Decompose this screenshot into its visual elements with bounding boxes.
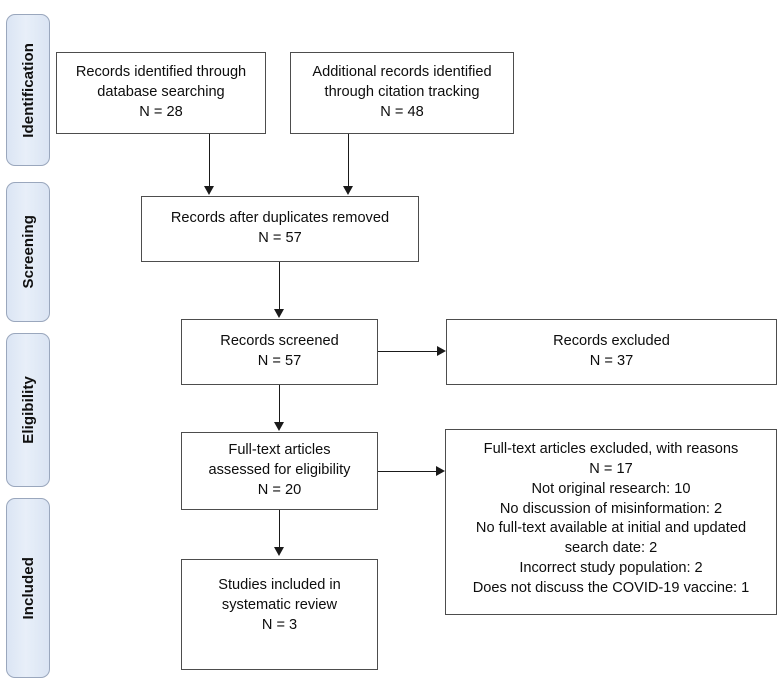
node-records-excluded: Records excluded N = 37 bbox=[446, 319, 777, 385]
node-line: systematic review bbox=[221, 596, 338, 613]
arrowhead-database-to-duplicates bbox=[204, 186, 214, 195]
connector-screened-to-excluded bbox=[378, 351, 438, 352]
connector-fulltext-to-included bbox=[279, 510, 280, 548]
node-records-identified-database: Records identified through database sear… bbox=[56, 52, 266, 134]
node-line: Additional records identified bbox=[312, 64, 492, 81]
node-studies-included: Studies included in systematic review N … bbox=[181, 559, 378, 670]
arrowhead-screened-to-excluded bbox=[437, 346, 446, 356]
arrowhead-fulltext-to-excluded bbox=[436, 466, 445, 476]
node-line: Full-text articles bbox=[228, 442, 331, 459]
node-line: search date: 2 bbox=[564, 540, 658, 557]
node-line: Not original research: 10 bbox=[531, 480, 691, 497]
arrowhead-duplicates-to-screened bbox=[274, 309, 284, 318]
node-line: Records identified through bbox=[75, 64, 247, 81]
node-fulltext-assessed: Full-text articles assessed for eligibil… bbox=[181, 432, 378, 510]
stage-identification-label: Identification bbox=[19, 42, 37, 138]
node-fulltext-excluded-reasons: Full-text articles excluded, with reason… bbox=[445, 429, 777, 615]
connector-duplicates-to-screened bbox=[279, 262, 280, 309]
connector-citation-to-duplicates bbox=[348, 134, 349, 186]
node-line: N = 37 bbox=[589, 353, 634, 369]
stage-identification: Identification bbox=[6, 14, 50, 166]
node-line: database searching bbox=[97, 84, 225, 101]
connector-database-to-duplicates bbox=[209, 134, 210, 186]
node-line: N = 57 bbox=[258, 230, 302, 246]
node-line: Full-text articles excluded, with reason… bbox=[483, 441, 739, 457]
node-line: N = 17 bbox=[589, 460, 633, 477]
node-line: No discussion of misinformation: 2 bbox=[499, 500, 723, 517]
node-line: N = 48 bbox=[380, 103, 424, 120]
node-line: N = 28 bbox=[139, 103, 183, 120]
stage-included: Included bbox=[6, 498, 50, 678]
node-records-screened: Records screened N = 57 bbox=[181, 319, 378, 385]
node-records-after-duplicates: Records after duplicates removed N = 57 bbox=[141, 196, 419, 262]
node-line: Studies included in bbox=[218, 577, 341, 593]
node-line: Records excluded bbox=[553, 333, 670, 350]
arrowhead-screened-to-fulltext bbox=[274, 422, 284, 431]
arrowhead-citation-to-duplicates bbox=[343, 186, 353, 195]
arrowhead-fulltext-to-included bbox=[274, 547, 284, 556]
node-line: Does not discuss the COVID-19 vaccine: 1 bbox=[472, 579, 750, 596]
node-line: N = 57 bbox=[257, 353, 302, 369]
connector-screened-to-fulltext bbox=[279, 385, 280, 423]
node-line: Incorrect study population: 2 bbox=[519, 560, 703, 577]
connector-fulltext-to-excluded bbox=[378, 471, 437, 472]
node-line: through citation tracking bbox=[324, 84, 480, 101]
node-line: assessed for eligibility bbox=[208, 462, 351, 479]
stage-eligibility-label: Eligibility bbox=[19, 376, 37, 444]
stage-included-label: Included bbox=[19, 556, 37, 620]
node-additional-records-citation: Additional records identified through ci… bbox=[290, 52, 514, 134]
node-line: No full-text available at initial and up… bbox=[475, 520, 747, 537]
stage-eligibility: Eligibility bbox=[6, 333, 50, 487]
stage-screening: Screening bbox=[6, 182, 50, 322]
stage-screening-label: Screening bbox=[19, 215, 37, 289]
node-line: Records screened bbox=[220, 333, 339, 350]
node-line: N = 3 bbox=[261, 616, 298, 633]
node-line: Records after duplicates removed bbox=[170, 210, 390, 227]
node-line: N = 20 bbox=[257, 481, 302, 498]
